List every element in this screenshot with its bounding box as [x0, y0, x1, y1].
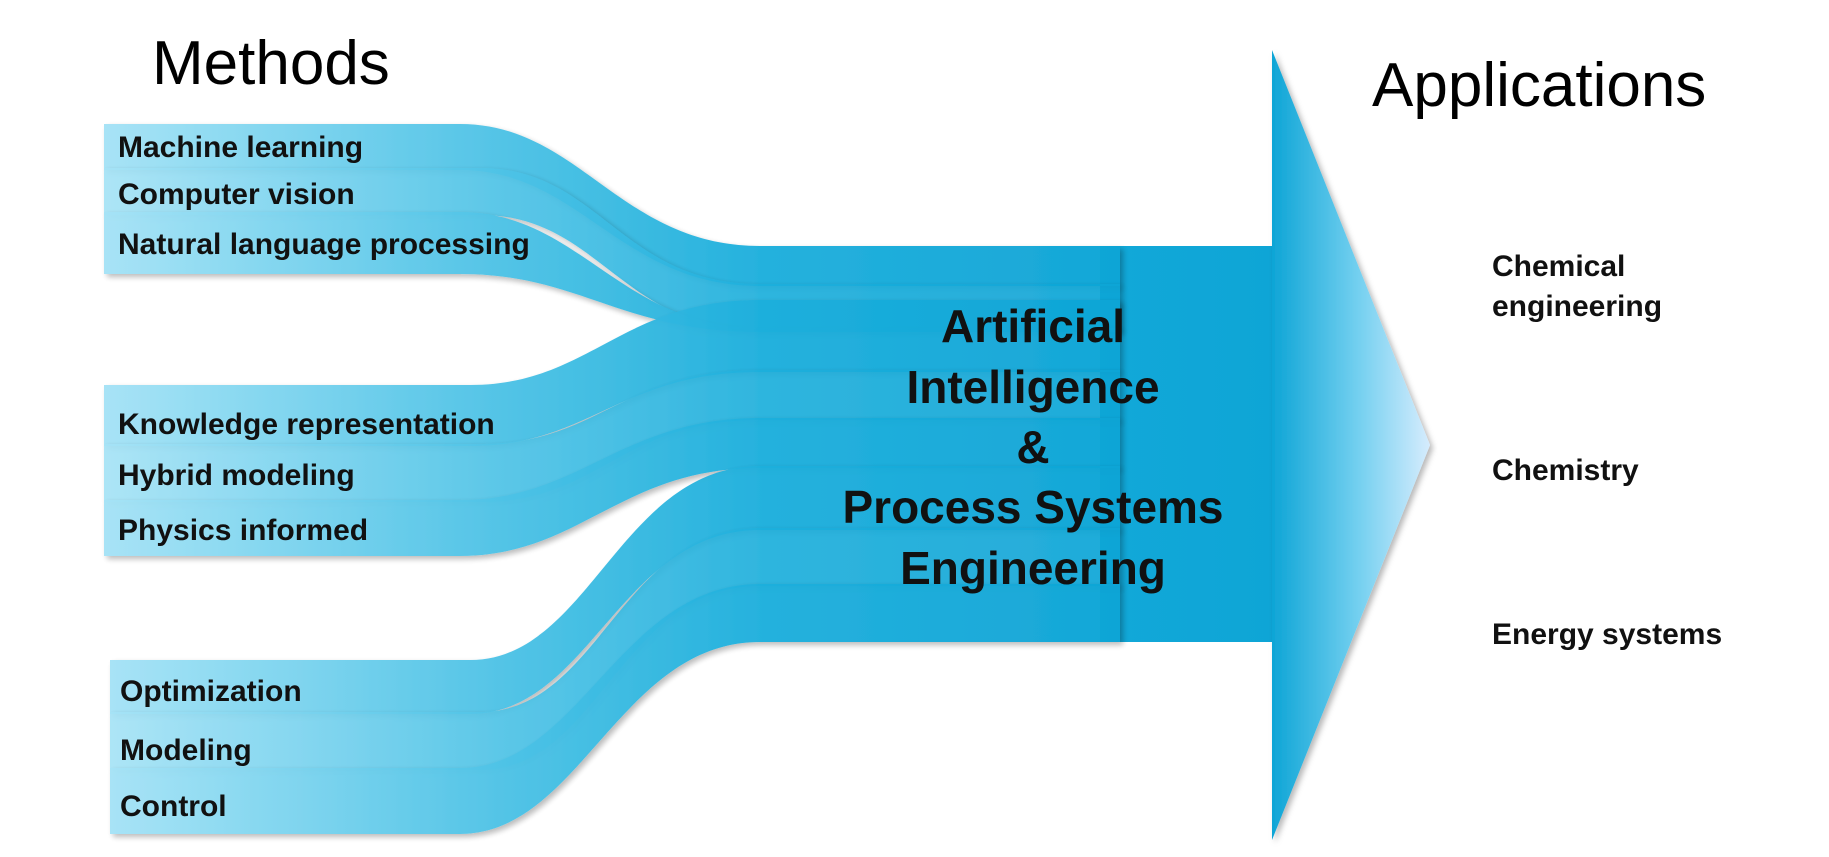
- method-labels: Machine learning Computer vision Natural…: [118, 131, 530, 823]
- arrow-layer: [1100, 50, 1430, 840]
- labels-layer: Methods Applications Machine learning Co…: [118, 29, 1722, 823]
- method-physics-informed: Physics informed: [118, 514, 368, 547]
- band-knowledge-representation: [104, 300, 1120, 446]
- method-natural-language-processing: Natural language processing: [118, 228, 530, 261]
- band-hybrid-modeling: [104, 370, 1120, 502]
- application-labels: Chemical engineering Chemistry Energy sy…: [1492, 250, 1722, 651]
- applications-heading: Applications: [1372, 51, 1706, 120]
- band-computer-vision: [104, 168, 1120, 330]
- center-line-5: Engineering: [900, 542, 1166, 594]
- center-line-4: Process Systems: [842, 481, 1223, 533]
- application-chemistry: Chemistry: [1492, 454, 1639, 487]
- method-computer-vision: Computer vision: [118, 178, 355, 211]
- band-control: [110, 584, 1120, 834]
- method-optimization: Optimization: [120, 675, 302, 708]
- center-title: Artificial Intelligence & Process System…: [842, 300, 1223, 594]
- band-physics-informed: [104, 418, 1120, 556]
- method-bands: [104, 124, 1120, 834]
- band-modeling: [110, 528, 1120, 770]
- center-line-1: Artificial: [941, 300, 1125, 352]
- method-control: Control: [120, 790, 227, 823]
- application-chemical-engineering-line-1: Chemical: [1492, 250, 1625, 283]
- method-modeling: Modeling: [120, 734, 252, 767]
- band-machine-learning: [104, 124, 1120, 286]
- method-hybrid-modeling: Hybrid modeling: [118, 459, 355, 492]
- methods-heading: Methods: [152, 29, 390, 98]
- arrow-head: [1272, 50, 1430, 840]
- application-energy-systems: Energy systems: [1492, 618, 1722, 651]
- center-line-2: Intelligence: [906, 361, 1159, 413]
- arrow-trunk: [1100, 246, 1280, 642]
- center-line-3: &: [1016, 421, 1049, 473]
- application-chemical-engineering-line-2: engineering: [1492, 290, 1662, 323]
- method-machine-learning: Machine learning: [118, 131, 363, 164]
- band-natural-language-processing: [104, 212, 1120, 332]
- method-knowledge-representation: Knowledge representation: [118, 408, 495, 441]
